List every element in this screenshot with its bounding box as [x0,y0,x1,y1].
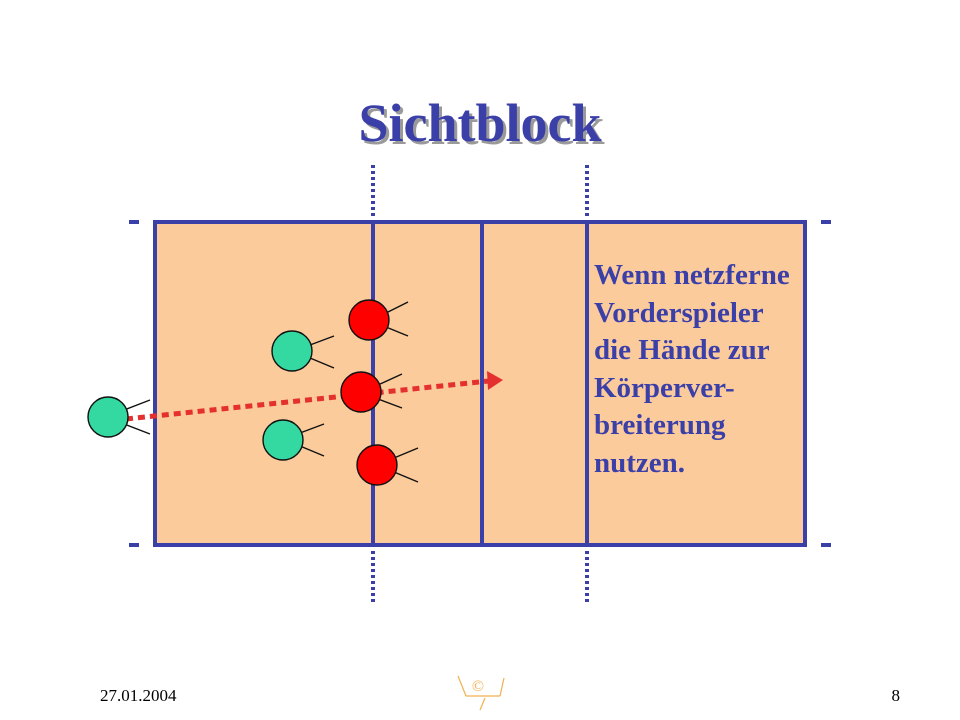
attack-path-line [125,378,490,422]
player-arms [123,301,419,483]
attack-path-arrowhead [487,371,503,390]
blocker-player-top [348,299,390,341]
caption-line: breiterung [594,409,726,441]
caption-line: die Hände zur [594,334,770,366]
teammate-player-lower [262,419,304,461]
footer-page-number: 8 [891,686,901,705]
caption-line: Wenn netzferne [594,259,790,291]
blocker-player-middle [340,371,382,413]
club-logo-icon: © [457,675,505,711]
caption-line: Vorderspieler [594,296,764,329]
caption-line: nutzen. [594,446,686,479]
slide-title: Sichtblock [358,93,602,153]
server-player [87,396,129,438]
footer-date: 27.01.2004 [100,686,177,705]
logo-mark: © [472,678,484,695]
court-caption: Wenn netzferne Vorderspieler die Hände z… [594,257,874,482]
teammate-player-upper [271,330,313,372]
blocker-player-bottom [356,444,398,486]
caption-line: Körperver- [594,371,735,404]
